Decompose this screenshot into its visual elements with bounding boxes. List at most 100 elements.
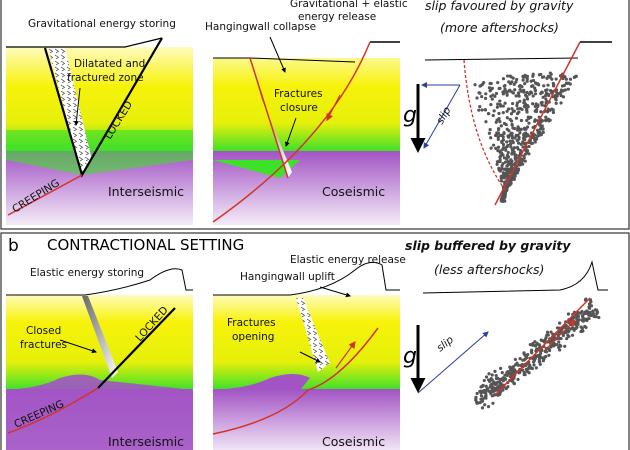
- aftershock-dot: [501, 142, 506, 147]
- aftershock-dot: [533, 88, 537, 92]
- aftershock-dot: [541, 95, 545, 99]
- aftershock-dot: [488, 379, 492, 384]
- aftershock-dot: [480, 399, 485, 403]
- aftershock-dot: [512, 370, 516, 374]
- aftershock-dot: [566, 312, 571, 316]
- aftershock-dot: [478, 105, 482, 109]
- aftershock-dot: [545, 99, 549, 104]
- aftershock-dot: [536, 82, 540, 86]
- panel-a-interseismic: Gravitational energy storing Dilatated a…: [6, 18, 193, 225]
- aftershock-dot: [499, 154, 503, 158]
- aftershock-dot: [509, 142, 513, 146]
- panel-a-frame: [0, 0, 630, 230]
- aftershock-dot: [575, 313, 579, 318]
- aftershock-dot: [491, 382, 495, 386]
- aftershock-dot: [505, 167, 509, 171]
- aftershock-dot: [510, 152, 514, 156]
- aftershock-dot: [563, 75, 567, 79]
- panel-letter: b: [8, 236, 19, 256]
- aftershock-dot: [536, 103, 540, 107]
- phase-label: Coseismic: [322, 434, 385, 449]
- aftershock-dot: [511, 367, 515, 371]
- aftershock-dot: [481, 383, 485, 387]
- aftershock-dot: [483, 96, 488, 100]
- aftershock-dot: [499, 174, 503, 178]
- aftershock-dot: [509, 145, 513, 149]
- aftershock-dot: [584, 297, 588, 301]
- aftershock-dot: [543, 355, 547, 359]
- aftershock-dot: [546, 92, 550, 96]
- aftershock-dot: [520, 107, 524, 112]
- aftershock-dot: [525, 108, 529, 112]
- aftershock-dot: [506, 163, 510, 167]
- aftershock-dot: [594, 308, 598, 312]
- aftershock-dot: [505, 109, 509, 113]
- aftershock-dot: [597, 315, 601, 320]
- panel-b-frame: [0, 232, 630, 450]
- label-hangingwall-uplift: Hangingwall uplift: [240, 271, 335, 283]
- aftershock-dot: [510, 80, 514, 84]
- aftershock-dot: [501, 111, 505, 115]
- aftershock-dot: [488, 81, 492, 86]
- aftershock-dot: [525, 90, 529, 95]
- aftershock-dot: [538, 130, 542, 135]
- aftershock-dot: [480, 406, 485, 410]
- aftershock-dot: [561, 333, 565, 338]
- aftershock-dot: [491, 401, 495, 405]
- aftershock-dot: [495, 160, 500, 164]
- aftershock-dot: [515, 133, 519, 138]
- aftershock-dot: [523, 152, 527, 156]
- aftershock-dot: [547, 353, 551, 357]
- aftershock-dot: [507, 80, 511, 84]
- aftershock-dot: [476, 401, 480, 405]
- aftershock-dot: [518, 99, 522, 103]
- aftershock-dot: [502, 132, 506, 136]
- aftershock-dot: [499, 366, 503, 370]
- aftershock-dot: [495, 131, 499, 135]
- aftershock-dot: [555, 342, 559, 347]
- aftershock-dot: [522, 135, 526, 139]
- aftershock-dot: [497, 168, 501, 172]
- aftershock-dot: [527, 152, 531, 156]
- aftershock-dot: [531, 102, 535, 106]
- aftershock-dot: [487, 86, 492, 90]
- aftershock-dot: [518, 131, 522, 135]
- aftershock-dot: [515, 145, 520, 150]
- aftershock-dot: [544, 119, 548, 123]
- aftershock-dot: [501, 135, 505, 139]
- aftershock-dot: [482, 378, 486, 383]
- aftershock-dot: [512, 109, 516, 113]
- aftershock-dot: [501, 104, 505, 108]
- aftershock-dot: [502, 189, 506, 194]
- aftershock-dot: [507, 372, 512, 376]
- aftershock-dot: [516, 91, 521, 95]
- aftershock-dot: [509, 158, 513, 162]
- aftershock-dot: [533, 344, 537, 348]
- aftershock-dot: [496, 149, 500, 153]
- aftershock-dot: [500, 371, 504, 375]
- aftershock-dot: [525, 356, 529, 360]
- aftershock-dot: [480, 108, 484, 112]
- aftershock-dot: [503, 160, 507, 164]
- aftershock-dot: [548, 340, 552, 344]
- aftershock-dot: [503, 101, 507, 105]
- aftershock-dot: [536, 353, 540, 358]
- aftershock-dot: [511, 149, 515, 153]
- aftershock-dot: [550, 338, 554, 342]
- aftershock-dot: [475, 391, 479, 396]
- aftershock-dot: [505, 74, 510, 78]
- aftershock-dot: [558, 348, 562, 352]
- aftershock-dot: [477, 91, 481, 95]
- aftershock-dot: [509, 160, 513, 165]
- aftershock-dot: [522, 98, 526, 102]
- aftershock-dot: [569, 327, 573, 331]
- aftershock-dot: [489, 384, 493, 388]
- aftershock-dot: [496, 128, 501, 132]
- aftershock-dot: [539, 124, 543, 128]
- aftershock-dot: [488, 89, 492, 93]
- aftershock-dot: [520, 85, 524, 89]
- aftershock-dot: [508, 139, 512, 143]
- aftershock-dot: [483, 403, 487, 407]
- aftershock-dot: [546, 110, 550, 114]
- aftershock-dot: [494, 382, 498, 386]
